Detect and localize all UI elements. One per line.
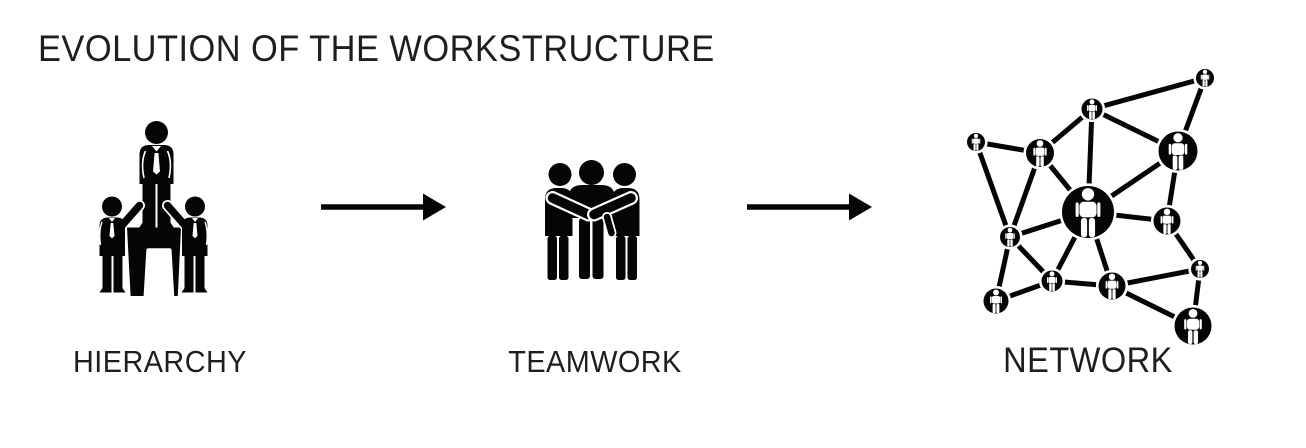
- person-icon: [1005, 227, 1015, 247]
- worker-left-figure: [99, 196, 145, 293]
- worker-right-figure: [162, 196, 208, 293]
- network-node-member-11: [1095, 269, 1129, 303]
- person-icon: [1105, 273, 1119, 300]
- network-node-member-10: [1038, 267, 1066, 295]
- teammate-right-head: [613, 163, 636, 186]
- hierarchy-icon: [99, 121, 208, 296]
- page-title: EVOLUTION OF THE WORKSTRUCTURE: [38, 28, 715, 69]
- teamwork-icon: [545, 160, 640, 280]
- network-node-member-5: [1155, 128, 1201, 174]
- arrow-right-icon: [321, 193, 446, 221]
- person-icon: [1033, 140, 1047, 167]
- person-icon: [1075, 188, 1101, 238]
- podium-table-icon: [127, 227, 181, 296]
- teamwork-label: TEAMWORK: [508, 344, 682, 379]
- network-node-member-9: [1188, 257, 1212, 281]
- network-edge: [1091, 75, 1206, 112]
- person-icon: [990, 289, 1002, 314]
- joined-hands: [545, 191, 638, 238]
- person-icon: [1168, 133, 1188, 170]
- network-edge: [973, 141, 1013, 238]
- network-icon: [964, 66, 1217, 348]
- network-node-member-6-hub: [1059, 183, 1117, 241]
- person-icon: [1047, 271, 1057, 292]
- person-icon: [1160, 208, 1174, 235]
- arrow-right-icon: [747, 193, 872, 221]
- network-node-member-12: [980, 285, 1012, 317]
- person-icon: [1087, 99, 1097, 120]
- person-icon: [1195, 260, 1205, 278]
- person-icon: [1184, 308, 1202, 344]
- network-node-member-4: [1193, 66, 1217, 90]
- person-icon: [1200, 69, 1210, 87]
- network-node-member-3: [1023, 136, 1057, 170]
- hierarchy-label: HIERARCHY: [73, 344, 247, 379]
- network-node-member-2: [1078, 95, 1106, 123]
- teammate-center-head: [579, 160, 604, 185]
- network-node-member-7: [1150, 204, 1184, 238]
- person-icon: [971, 133, 981, 151]
- network-node-member-1: [964, 130, 988, 154]
- network-node-member-8: [997, 224, 1023, 250]
- network-label: NETWORK: [1003, 341, 1173, 380]
- teammate-left-head: [548, 163, 572, 186]
- network-node-member-13: [1171, 304, 1215, 348]
